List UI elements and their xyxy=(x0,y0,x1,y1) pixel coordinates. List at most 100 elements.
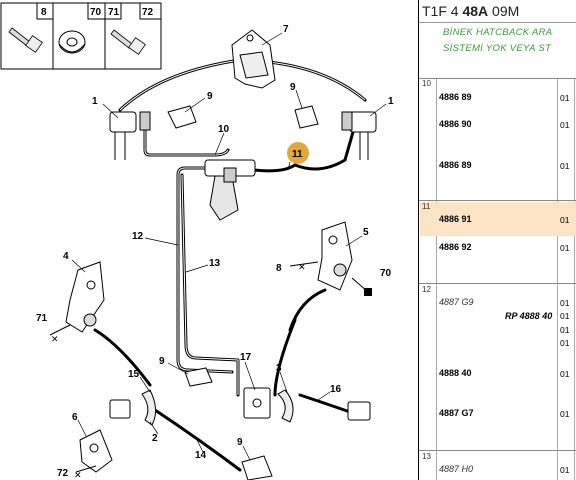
panel-header-text: T1F 4 48A 09M xyxy=(422,3,519,19)
part-qty: 01 xyxy=(560,93,570,103)
callout-16[interactable]: 16 xyxy=(330,384,342,395)
callout-7[interactable]: 7 xyxy=(283,24,289,35)
svg-text:✕: ✕ xyxy=(74,470,82,480)
part-ref[interactable]: 4887 G9 xyxy=(439,297,474,307)
callout-10[interactable]: 10 xyxy=(218,124,230,135)
group-10-divider xyxy=(419,78,576,79)
callout-72[interactable]: 72 xyxy=(57,468,69,479)
group-12-divider xyxy=(419,283,576,284)
callout-71[interactable]: 71 xyxy=(36,313,48,324)
svg-text:✕: ✕ xyxy=(298,262,306,272)
legend-box-70[interactable]: 70 xyxy=(52,2,106,70)
callout-1-left[interactable]: 1 xyxy=(92,96,98,107)
col-line-3 xyxy=(574,78,575,480)
pipe-clip-right[interactable] xyxy=(294,105,319,129)
callout-17[interactable]: 17 xyxy=(240,352,252,363)
fastener-8[interactable]: ✕ xyxy=(289,261,319,272)
callout-5[interactable]: 5 xyxy=(363,227,369,238)
col-line-1 xyxy=(436,78,437,480)
parts-list-panel: T1F 4 48A 09M BİNEK HATCBACK ARA SİSTEMİ… xyxy=(419,0,576,480)
group-13-divider xyxy=(419,450,576,451)
header-suffix: 09M xyxy=(488,3,520,19)
bracket-left[interactable] xyxy=(65,261,105,333)
part-qty: 01 xyxy=(560,325,570,335)
distribution-valve[interactable] xyxy=(204,159,256,221)
note-line-2: SİSTEMİ YOK VEYA ST xyxy=(443,43,552,54)
callout-9-middle[interactable]: 9 xyxy=(159,356,165,367)
legend-box-8[interactable]: 8 xyxy=(0,2,54,70)
callout-9-right[interactable]: 9 xyxy=(290,82,296,93)
callout-3[interactable]: 3 xyxy=(276,363,282,374)
fastener-71[interactable]: ✕ xyxy=(49,324,71,344)
legend-box-71-72[interactable]: 71 72 xyxy=(104,2,162,70)
junction-bracket[interactable] xyxy=(231,29,276,89)
bolt-icon xyxy=(8,27,43,53)
callout-1-right[interactable]: 1 xyxy=(388,96,394,107)
part-qty: 01 xyxy=(560,409,570,419)
group-number: 13 xyxy=(422,452,431,461)
part-qty: 01 xyxy=(560,465,570,475)
callout-2[interactable]: 2 xyxy=(152,433,158,444)
callout-8[interactable]: 8 xyxy=(276,263,282,274)
note-line-1: BİNEK HATCBACK ARA xyxy=(443,27,553,38)
selected-row-highlight xyxy=(420,202,576,236)
part-qty: 01 xyxy=(560,311,570,321)
rear-hose-right[interactable] xyxy=(277,389,371,423)
legend-label-71: 71 xyxy=(108,7,120,18)
svg-text:✕: ✕ xyxy=(51,334,59,344)
callout-70[interactable]: 70 xyxy=(380,268,392,279)
header-code: 48A xyxy=(462,3,489,19)
screw-icon xyxy=(110,29,146,55)
pipe-clip-bottom[interactable] xyxy=(241,455,273,480)
leader-lines xyxy=(71,32,387,461)
callout-11[interactable]: 11 xyxy=(292,149,303,160)
part-ref[interactable]: 4887 H0 xyxy=(439,464,474,474)
callout-15[interactable]: 15 xyxy=(128,369,140,380)
part-qty: 01 xyxy=(560,338,570,348)
fastener-72[interactable]: ✕ xyxy=(74,465,97,480)
group-number: 12 xyxy=(422,285,431,294)
part-qty: 01 xyxy=(560,120,570,130)
bracket-right[interactable] xyxy=(317,221,353,291)
callout-12[interactable]: 12 xyxy=(132,231,144,242)
callout-6[interactable]: 6 xyxy=(72,412,78,423)
parts-diagram: 8 70 71 72 xyxy=(0,2,394,480)
callout-13[interactable]: 13 xyxy=(209,258,221,269)
part-ref-selected[interactable]: 4886 91 xyxy=(439,214,472,224)
legend-label-72: 72 xyxy=(142,7,154,18)
pipe-clip-left[interactable] xyxy=(167,105,197,129)
part-ref[interactable]: 4886 89 xyxy=(439,92,472,102)
group-number: 10 xyxy=(422,79,431,88)
part-qty: 01 xyxy=(560,161,570,171)
panel-header: T1F 4 48A 09M xyxy=(419,0,576,23)
right-brake-hose[interactable] xyxy=(341,111,377,160)
legend-label-8: 8 xyxy=(41,7,47,18)
part-qty: 01 xyxy=(560,215,570,225)
washer-icon xyxy=(58,30,86,54)
callout-labels: 7 1 9 9 1 10 11 12 13 4 5 8 70 71 17 15 … xyxy=(36,24,394,479)
part-ref[interactable]: 4886 92 xyxy=(439,242,472,252)
part-ref[interactable]: 4887 G7 xyxy=(439,408,474,418)
part-ref[interactable]: 4886 90 xyxy=(439,119,472,129)
rear-hose-left[interactable] xyxy=(109,389,156,426)
part-qty: 01 xyxy=(560,243,570,253)
brake-pipe-exploded-view: 8 70 71 72 xyxy=(0,2,394,480)
group-11-divider xyxy=(419,200,576,201)
junction-block[interactable] xyxy=(243,387,271,419)
header-prefix: T1F 4 xyxy=(422,3,463,19)
callout-9-bottom[interactable]: 9 xyxy=(237,437,243,448)
fastener-70[interactable] xyxy=(351,277,372,296)
group-number: 11 xyxy=(422,202,431,211)
callout-11-highlight xyxy=(287,142,309,164)
bracket-lower[interactable] xyxy=(79,429,113,473)
pipe-clip-middle[interactable] xyxy=(184,367,213,387)
part-ref[interactable]: 4888 40 xyxy=(439,368,472,378)
part-ref[interactable]: 4886 89 xyxy=(439,160,472,170)
part-ref-replacement[interactable]: RP 4888 40 xyxy=(505,311,553,321)
callout-14[interactable]: 14 xyxy=(195,450,207,461)
callout-9-left[interactable]: 9 xyxy=(207,91,213,102)
callout-4[interactable]: 4 xyxy=(63,251,69,262)
legend-label-70: 70 xyxy=(90,7,102,18)
panel-divider xyxy=(418,0,419,480)
part-qty: 01 xyxy=(560,298,570,308)
